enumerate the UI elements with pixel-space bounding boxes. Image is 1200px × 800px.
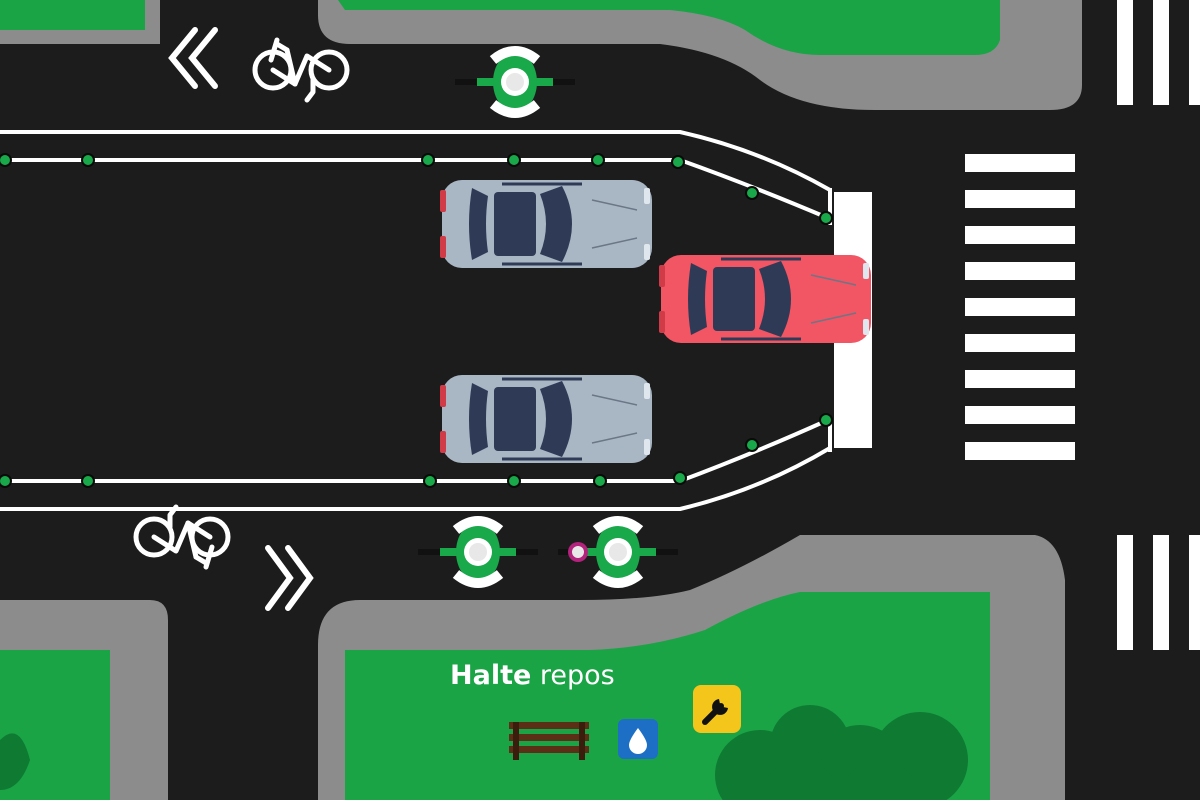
halte-label-regular: repos	[531, 660, 615, 691]
side-crosswalk-bottom	[1117, 535, 1200, 650]
bollard-row	[0, 153, 833, 488]
wrench-icon	[693, 685, 741, 733]
grass-area-top-left	[0, 0, 160, 44]
parked-car-bottom	[438, 373, 654, 465]
cyclist-with-child	[558, 521, 678, 583]
grass-area-top	[318, 0, 1082, 110]
red-car	[657, 253, 873, 345]
water-drop-icon	[618, 719, 658, 759]
bench-icon	[509, 722, 589, 760]
parked-car-top	[438, 178, 654, 270]
lane-markings	[0, 130, 832, 511]
grass-area-bottom-left	[0, 600, 168, 800]
bike-symbol-top	[168, 27, 347, 100]
halte-repos-label: Halte repos	[450, 660, 615, 691]
bike-symbol-bottom	[136, 507, 314, 611]
side-crosswalk-top	[1117, 0, 1200, 105]
crosswalk	[965, 154, 1075, 460]
grass-area-halte	[318, 535, 1065, 800]
tree-canopy	[715, 705, 968, 800]
halte-label-bold: Halte	[450, 660, 532, 691]
